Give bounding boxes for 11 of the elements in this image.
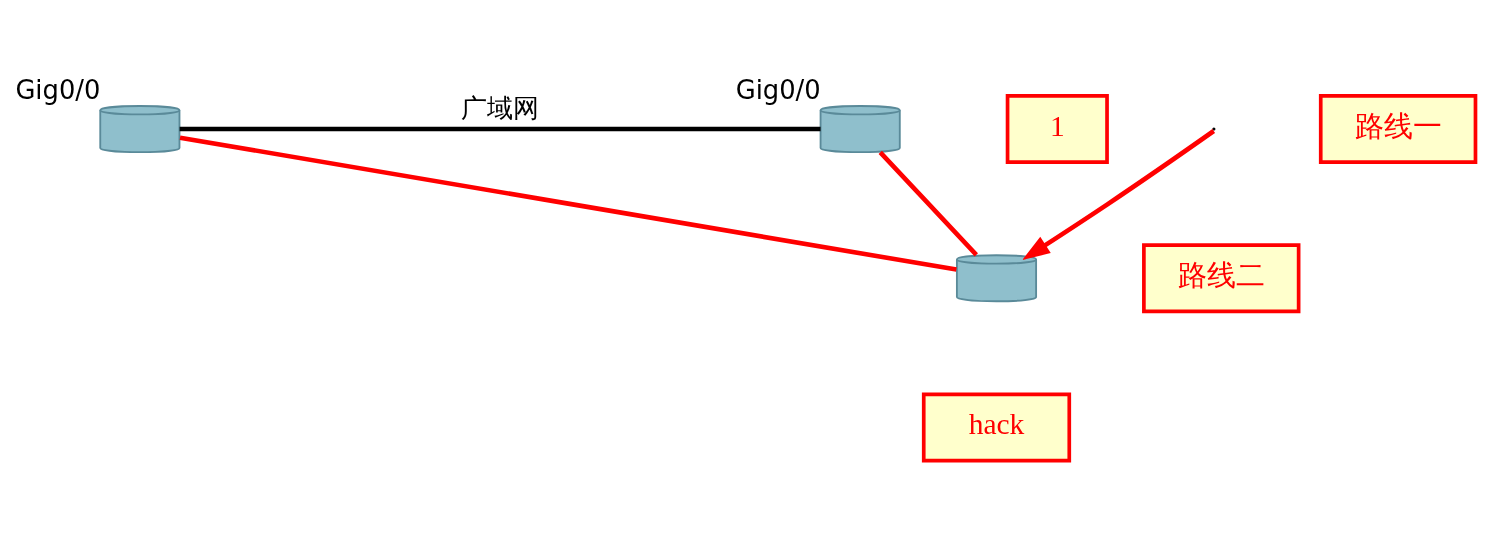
edge-label: 广域网 <box>461 92 540 123</box>
arrow <box>1022 129 1216 260</box>
node-label: Gig0/0 <box>735 75 821 105</box>
connector <box>878 150 978 257</box>
node-box: 路线二 <box>1142 243 1301 314</box>
node-box: 1 <box>1005 94 1109 165</box>
node-box: hack <box>921 392 1072 463</box>
connector <box>179 135 957 272</box>
node-label: Gig0/0 <box>15 75 101 105</box>
node-box: 路线一 <box>1318 94 1478 165</box>
connector <box>179 126 821 132</box>
